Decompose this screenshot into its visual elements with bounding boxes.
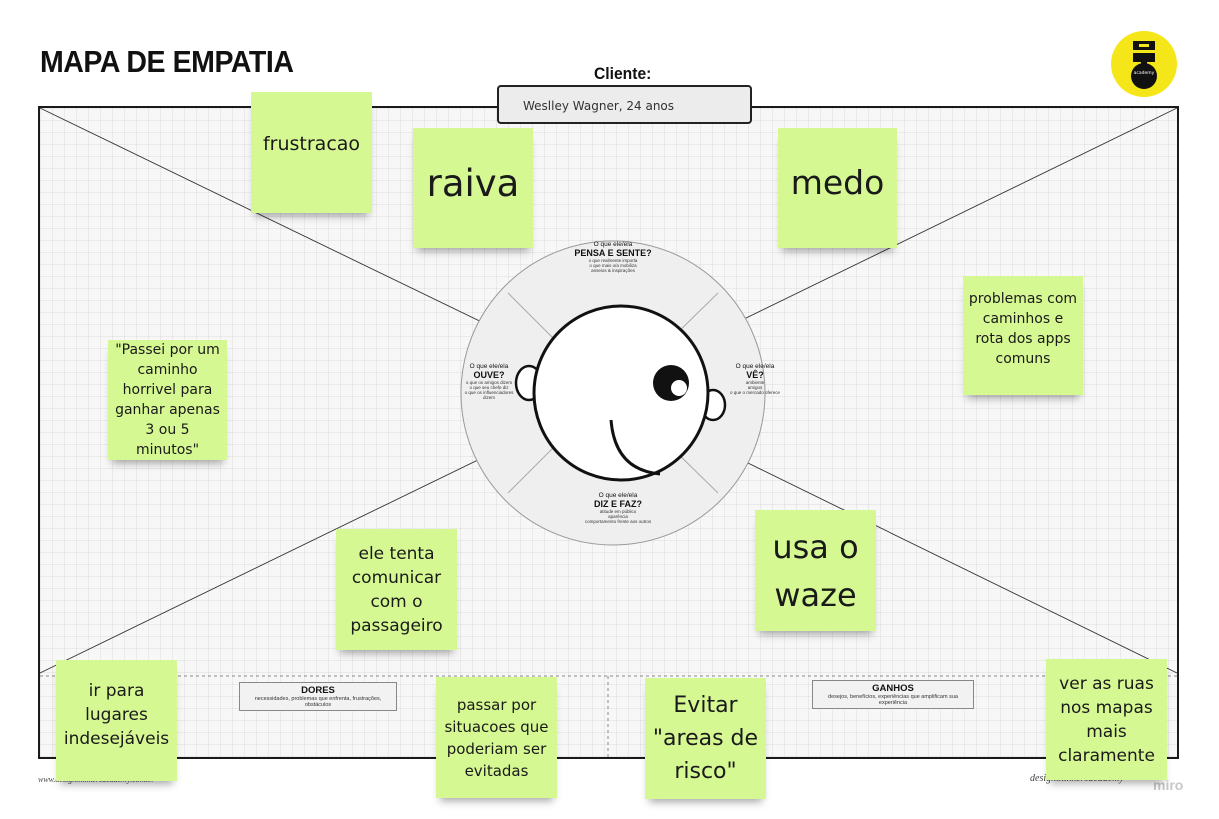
quadrant-ouve: O que ele/ela OUVE? o que os amigos dize… xyxy=(464,363,514,400)
page-title: MAPA DE EMPATIA xyxy=(40,44,294,79)
client-value: Weslley Wagner, 24 anos xyxy=(523,99,675,113)
design-thinking-logo-icon: academy xyxy=(1111,31,1177,97)
miro-logo: miro xyxy=(1153,777,1184,793)
sticky-note-passei[interactable]: "Passei por um caminho horrivel para gan… xyxy=(108,340,227,460)
quadrant-pensa-sente: O que ele/ela PENSA E SENTE? o que realm… xyxy=(574,241,652,273)
diagonal-top-right xyxy=(659,107,1178,361)
ganhos-label: GANHOS desejos, benefícios, experiências… xyxy=(812,680,974,709)
logo-text: academy xyxy=(1133,71,1155,76)
mouth-icon xyxy=(609,419,661,476)
quadrant-ve: O que ele/ela VÊ? ambiente amigos o que … xyxy=(729,363,781,395)
dores-label: DORES necessidades, problemas que enfren… xyxy=(239,682,397,711)
sticky-note-passar[interactable]: passar por situacoes que poderiam ser ev… xyxy=(436,677,557,798)
diagonal-bottom-left xyxy=(39,419,561,674)
sticky-note-frustracao[interactable]: frustracao xyxy=(251,92,372,213)
head-icon xyxy=(532,304,710,482)
sticky-note-raiva[interactable]: raiva xyxy=(413,128,533,248)
sticky-note-ruas[interactable]: ver as ruas nos mapas mais claramente xyxy=(1046,659,1167,780)
sticky-note-lugares[interactable]: ir para lugares indesejáveis xyxy=(56,660,177,781)
quadrant-diz-faz: O que ele/ela DIZ E FAZ? atitude em públ… xyxy=(584,492,652,524)
client-label: Cliente: xyxy=(594,64,652,83)
sticky-note-problemas[interactable]: problemas com caminhos e rota dos apps c… xyxy=(963,276,1083,395)
client-field[interactable]: Weslley Wagner, 24 anos xyxy=(497,85,752,124)
sticky-note-medo[interactable]: medo xyxy=(778,128,897,248)
sticky-note-evitar[interactable]: Evitar "areas de risco" xyxy=(645,678,766,799)
diagonal-top-left xyxy=(39,107,561,361)
sticky-note-waze[interactable]: usa o waze xyxy=(755,510,876,631)
sticky-note-comunicar[interactable]: ele tenta comunicar com o passageiro xyxy=(336,529,457,650)
